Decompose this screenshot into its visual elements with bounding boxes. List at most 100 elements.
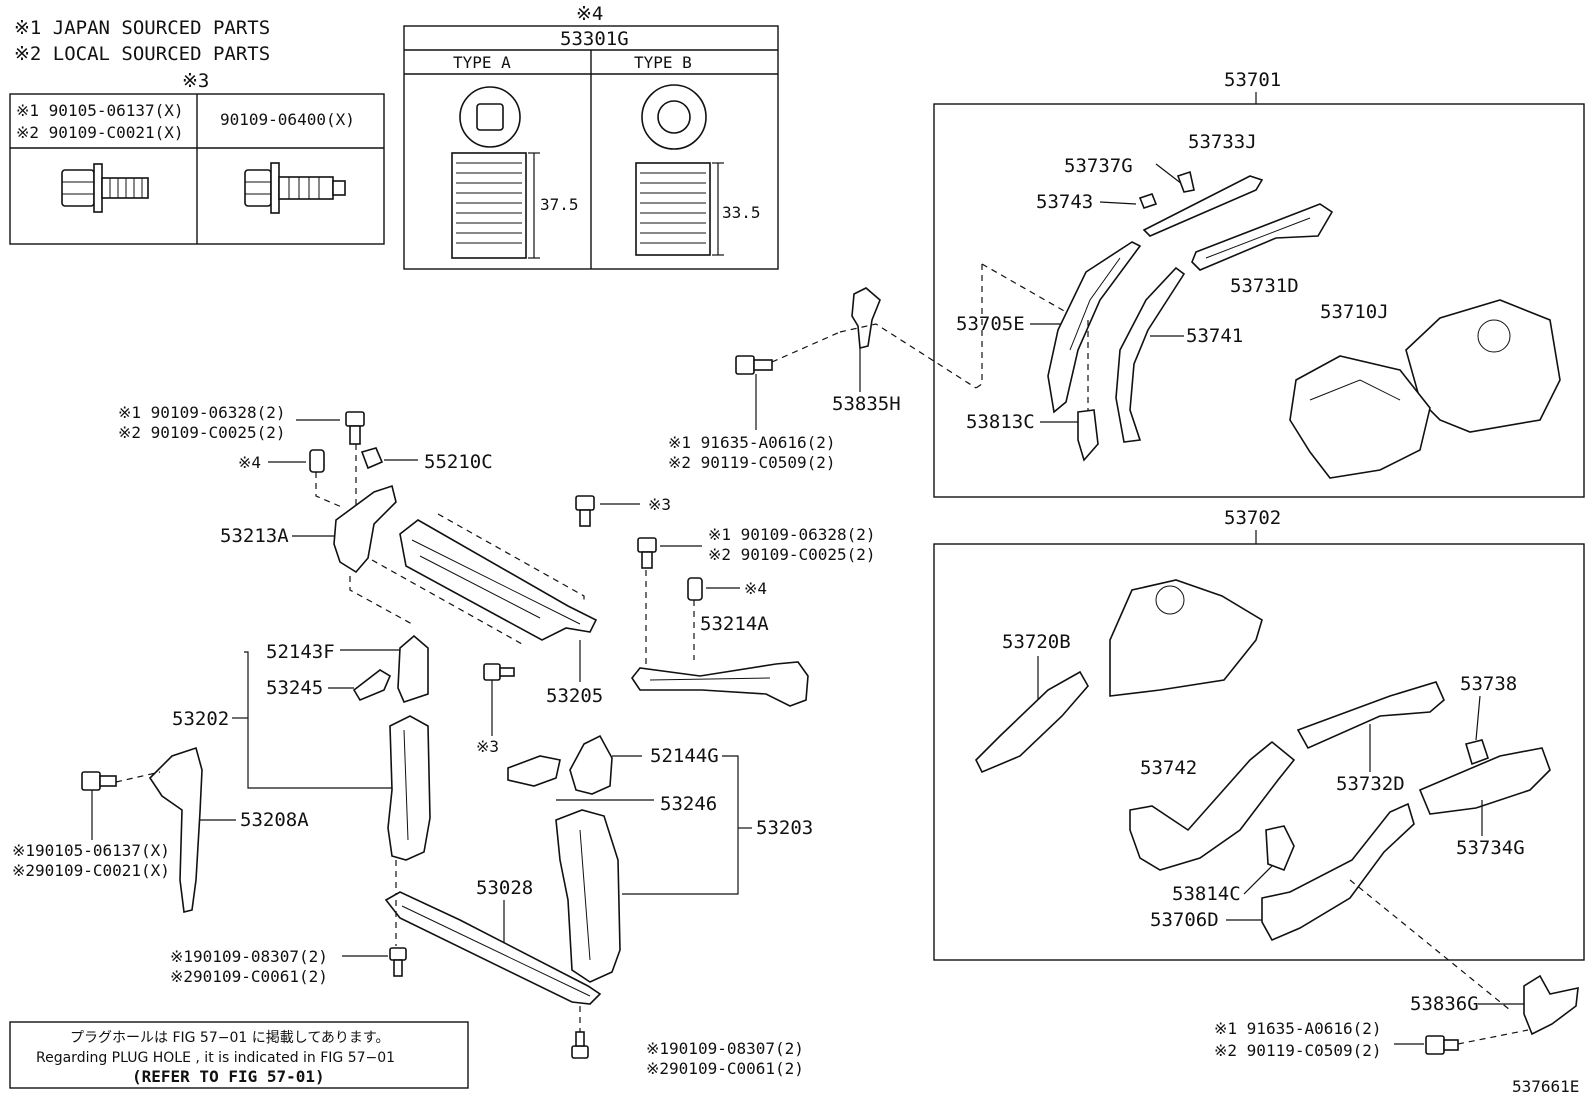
nut-table-part: 53301G [560, 28, 629, 50]
part-53813C [1077, 409, 1099, 462]
mark4-2: ※4 [744, 579, 767, 598]
part-53702-apron [1109, 579, 1263, 697]
label-53705E: 53705E [956, 313, 1025, 335]
group-53702: 53702 53720B 53738 53732D 53742 53734G 5… [933, 507, 1585, 1011]
part-53737G [1176, 170, 1195, 193]
label-52144G: 52144G [650, 745, 719, 767]
fastener-a0616-1: ※1 91635-A0616(2) [668, 433, 836, 452]
bolt-table: ※3 ※1 90105-06137(X) ※2 90109-C0021(X) 9… [9, 70, 385, 245]
flange-bolt-icon [637, 537, 657, 569]
fastener-c0061-1: ※290109-C0061(2) [170, 967, 328, 986]
figure-id: 537661E [1512, 1077, 1579, 1096]
part-53814C [1265, 825, 1295, 872]
label-53213A: 53213A [220, 525, 289, 547]
part-53738 [1464, 739, 1490, 766]
part-53214A [631, 661, 809, 707]
label-53814C: 53814C [1172, 883, 1241, 905]
label-53836G: 53836G [1410, 993, 1479, 1015]
note-en: Regarding PLUG HOLE , it is indicated in… [36, 1050, 395, 1066]
fastener-c0509-2: ※2 90119-C0509(2) [1214, 1041, 1382, 1060]
flange-bolt-icon [81, 771, 117, 791]
flange-bolt-icon [345, 411, 365, 445]
flange-bolt-icon [483, 663, 515, 681]
flange-bolt-icon [61, 163, 149, 213]
bolt-table-mark: ※3 [182, 70, 209, 92]
fastener-c0025-2: ※2 90109-C0025(2) [708, 545, 876, 564]
flange-bolt-icon [735, 355, 773, 375]
fastener-08307-1: ※190109-08307(2) [170, 947, 328, 966]
part-53205 [399, 519, 598, 641]
clip-nut-b-icon [635, 84, 724, 256]
nut-table: ※4 53301G TYPE A TYPE B 37.5 [403, 3, 779, 270]
part-53734G [1418, 747, 1551, 815]
label-53733J: 53733J [1188, 131, 1257, 153]
legend-local: ※2 LOCAL SOURCED PARTS [14, 43, 270, 65]
part-53203 [555, 809, 621, 983]
flange-bolt-icon [571, 1031, 589, 1059]
flange-bolt-icon [575, 495, 595, 527]
label-53208A: 53208A [240, 809, 309, 831]
label-53702: 53702 [1224, 507, 1281, 529]
clip-nut-icon [309, 449, 325, 473]
mark3-2: ※3 [476, 737, 499, 756]
label-53028: 53028 [476, 877, 533, 899]
bolt-table-left-row1: ※1 90105-06137(X) [16, 101, 184, 120]
stud-bolt-icon [244, 162, 346, 214]
label-53743: 53743 [1036, 191, 1093, 213]
part-53246 [507, 755, 561, 787]
label-53246: 53246 [660, 793, 717, 815]
part-53028 [384, 891, 602, 1005]
label-53203: 53203 [756, 817, 813, 839]
fastener-c0061-2: ※290109-C0061(2) [646, 1059, 804, 1078]
bolt-table-left-row2: ※2 90109-C0021(X) [16, 123, 184, 142]
label-53813C: 53813C [966, 411, 1035, 433]
legend-japan: ※1 JAPAN SOURCED PARTS [14, 17, 270, 39]
label-53738: 53738 [1460, 673, 1517, 695]
note-ref: (REFER TO FIG 57-01) [132, 1067, 325, 1086]
part-53731D [1191, 203, 1334, 271]
label-53214A: 53214A [700, 613, 769, 635]
fastener-c0509-1: ※2 90119-C0509(2) [668, 453, 836, 472]
flange-bolt-icon [1425, 1035, 1459, 1055]
part-53836G [1523, 974, 1579, 1036]
part-52144G [569, 734, 613, 795]
mark3-1: ※3 [648, 495, 671, 514]
part-55210C-clip [360, 447, 384, 470]
label-53734G: 53734G [1456, 837, 1525, 859]
label-53202: 53202 [172, 708, 229, 730]
label-53741: 53741 [1186, 325, 1243, 347]
label-53701: 53701 [1224, 69, 1281, 91]
part-53213A [333, 484, 397, 574]
fastener-06137: ※190105-06137(X) [12, 841, 170, 860]
group-53701: 53701 53733J 53737G 53743 53731D 53705E … [933, 69, 1585, 498]
clip-nut-a-icon [451, 86, 540, 259]
fastener-a0616-2: ※1 91635-A0616(2) [1214, 1019, 1382, 1038]
label-53205: 53205 [546, 685, 603, 707]
label-53835H: 53835H [832, 393, 901, 415]
nut-table-dim-a: 37.5 [540, 195, 579, 214]
fastener-06328-2: ※1 90109-06328(2) [708, 525, 876, 544]
clip-nut-icon [687, 577, 703, 601]
label-53732D: 53732D [1336, 773, 1405, 795]
part-52143F [397, 634, 429, 703]
nut-table-mark: ※4 [576, 3, 603, 25]
part-53245 [352, 669, 392, 702]
label-53710J: 53710J [1320, 301, 1389, 323]
part-53706D [1261, 802, 1415, 942]
part-53720B [975, 670, 1089, 774]
part-53208A [148, 746, 203, 913]
fastener-06328-1: ※1 90109-06328(2) [118, 403, 286, 422]
label-53245: 53245 [266, 677, 323, 699]
fastener-c0025-1: ※2 90109-C0025(2) [118, 423, 286, 442]
label-53731D: 53731D [1230, 275, 1299, 297]
nut-table-type-a: TYPE A [453, 53, 511, 72]
label-53742: 53742 [1140, 757, 1197, 779]
label-52143F: 52143F [266, 641, 335, 663]
part-53705E [1047, 241, 1142, 414]
part-53733J [1142, 175, 1264, 237]
plug-hole-note: プラグホールは FIG 57−01 に掲載してあります。 Regarding P… [9, 1021, 469, 1089]
part-53710J [1289, 355, 1431, 479]
fastener-c0021: ※290109-C0021(X) [12, 861, 170, 880]
part-53202 [387, 715, 431, 861]
